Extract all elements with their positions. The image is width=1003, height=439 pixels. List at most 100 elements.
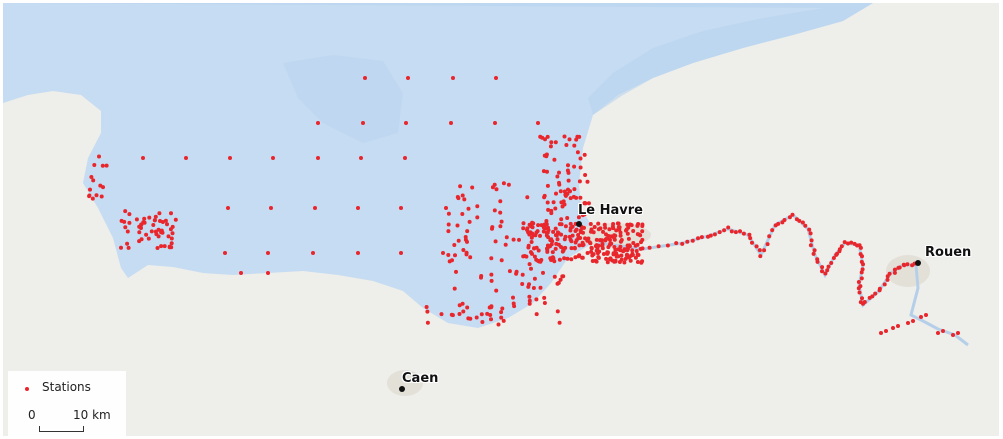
station-point: [160, 220, 165, 224]
station-point: [600, 246, 605, 251]
station-point: [767, 234, 772, 239]
station-point: [839, 244, 844, 249]
station-point: [153, 229, 158, 234]
station-point: [88, 187, 92, 192]
station-point: [877, 286, 882, 291]
station-point: [151, 223, 156, 227]
station-point: [490, 185, 495, 190]
station-point: [536, 223, 541, 228]
station-point: [536, 248, 541, 253]
station-point: [480, 320, 485, 324]
station-point: [586, 236, 591, 241]
station-point: [639, 240, 643, 245]
station-point: [726, 225, 731, 230]
station-point: [770, 228, 775, 233]
station-point: [601, 229, 605, 234]
station-point: [846, 241, 850, 246]
station-point: [170, 231, 175, 236]
station-point: [631, 241, 636, 245]
station-point: [782, 218, 787, 222]
station-point: [100, 163, 105, 168]
station-point: [451, 76, 455, 80]
station-point: [807, 227, 812, 232]
station-point: [147, 215, 152, 220]
station-point: [885, 277, 890, 282]
station-point: [623, 256, 628, 261]
station-point: [494, 288, 499, 293]
station-point: [553, 226, 558, 231]
station-point: [520, 272, 525, 277]
station-point: [139, 237, 144, 242]
station-point: [554, 241, 559, 246]
station-point: [534, 245, 539, 250]
station-point: [169, 241, 174, 246]
station-point: [815, 259, 820, 264]
station-point: [520, 282, 525, 286]
station-point: [184, 156, 188, 160]
station-point: [605, 251, 610, 256]
station-point: [580, 255, 585, 260]
station-point: [611, 252, 616, 257]
station-point: [862, 300, 867, 304]
station-point: [526, 284, 531, 289]
station-point: [538, 233, 542, 238]
station-point: [228, 156, 232, 160]
station-point: [569, 257, 574, 262]
station-point: [553, 246, 558, 251]
station-point: [169, 211, 173, 216]
station-point: [870, 294, 875, 299]
station-point: [498, 210, 503, 215]
station-point: [568, 221, 573, 226]
station-point: [97, 154, 101, 159]
station-point: [460, 193, 465, 198]
station-point: [542, 222, 547, 227]
map-frame[interactable]: Le Havre Rouen Caen Stations 0 10 km: [3, 3, 999, 436]
station-point: [475, 215, 480, 220]
station-point: [741, 231, 746, 236]
station-point: [580, 213, 585, 218]
station-point: [514, 269, 519, 274]
station-point: [141, 156, 145, 160]
station-point: [92, 163, 97, 167]
station-point: [553, 140, 558, 145]
station-point: [624, 227, 629, 232]
station-point: [529, 235, 534, 240]
station-point: [561, 274, 566, 279]
stations-layer: [87, 76, 960, 337]
station-point: [313, 206, 317, 210]
station-point: [826, 264, 831, 269]
station-point: [499, 310, 504, 315]
station-point: [470, 185, 475, 190]
station-point: [475, 204, 480, 209]
station-point: [640, 229, 645, 234]
city-label-le-havre[interactable]: Le Havre: [578, 203, 643, 218]
station-point: [146, 236, 151, 241]
map-canvas[interactable]: [3, 3, 999, 436]
station-point: [446, 211, 451, 216]
station-point: [825, 268, 830, 273]
station-point: [601, 252, 606, 256]
station-point: [583, 173, 588, 177]
station-point: [610, 258, 615, 263]
station-point: [165, 222, 169, 227]
station-point: [566, 170, 571, 175]
station-point: [494, 187, 499, 192]
station-point: [527, 232, 532, 237]
station-point: [639, 260, 644, 265]
station-point: [157, 211, 162, 216]
station-point: [496, 322, 501, 327]
city-label-rouen[interactable]: Rouen: [925, 245, 972, 260]
station-point: [551, 200, 556, 205]
station-point: [99, 194, 104, 199]
station-point: [361, 121, 365, 125]
station-point: [553, 206, 558, 211]
city-label-caen[interactable]: Caen: [402, 371, 439, 386]
station-point: [534, 230, 539, 235]
station-point: [499, 315, 504, 320]
station-point: [119, 218, 124, 223]
station-point: [455, 223, 460, 228]
station-point: [622, 260, 627, 265]
station-point: [545, 243, 550, 248]
station-point: [465, 305, 470, 310]
station-point: [573, 229, 578, 233]
